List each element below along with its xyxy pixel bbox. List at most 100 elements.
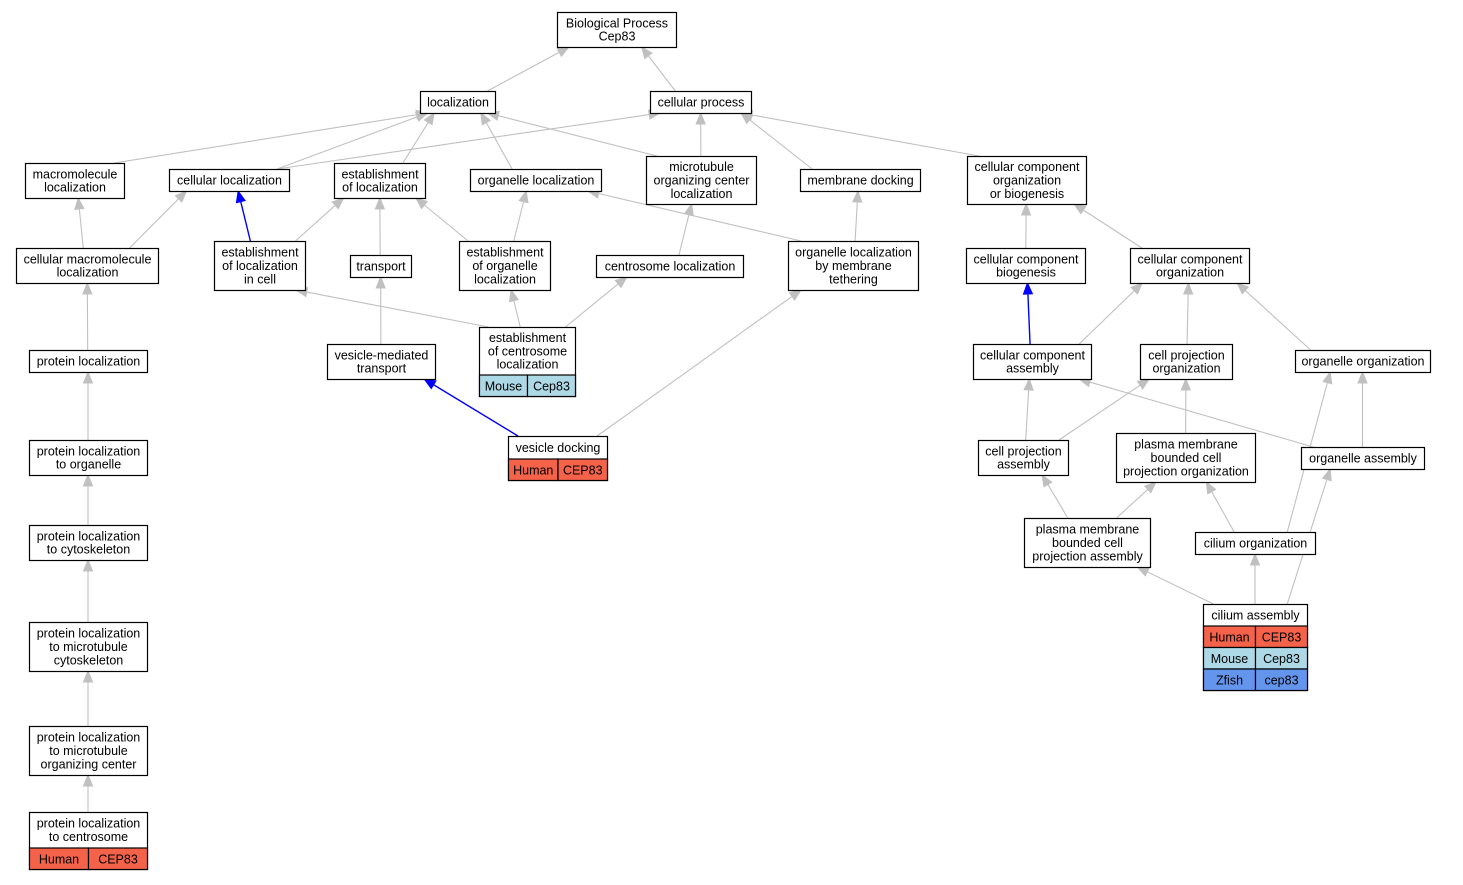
species-label: Human [513, 463, 553, 477]
edge-arrowhead [84, 671, 93, 682]
term-label-line: cilium organization [1204, 537, 1308, 551]
edge-line [307, 292, 489, 327]
edge-line [1028, 294, 1030, 344]
go-term-localization[interactable]: localization [421, 92, 496, 114]
term-label-line: cellular component [975, 160, 1080, 174]
edge-line [79, 209, 83, 248]
term-label-line: microtubule [669, 160, 734, 174]
edge-protein_loc_mtoc-to-protein_loc_mt_cytoskeleton [84, 671, 93, 726]
term-label-line: projection assembly [1032, 549, 1143, 563]
term-label-line: assembly [1006, 362, 1060, 376]
edge-organelle_organization-to-cc_organization [1237, 283, 1311, 350]
edge-line [486, 123, 512, 169]
edge-line [648, 56, 675, 91]
edge-arrowhead [1181, 379, 1190, 390]
edge-arrowhead [1137, 567, 1149, 576]
go-term-transport[interactable]: transport [351, 256, 412, 278]
edge-transport-to-establishment_of_localization [375, 198, 384, 255]
edge-line [488, 52, 560, 91]
edge-cellular_localization-to-cellular_process [277, 110, 660, 169]
term-label-line: vesicle docking [516, 441, 601, 455]
term-label-line: organizing center [41, 757, 137, 771]
species-label: Human [1209, 630, 1249, 644]
go-term-organelle-localization[interactable]: organelle localization [471, 170, 602, 192]
edge-protein_loc_mt_cytoskeleton-to-protein_loc_cytoskeleton [84, 560, 93, 622]
edge-localization-to-root [488, 47, 569, 91]
go-term-centrosome-localization[interactable]: centrosome localization [597, 256, 744, 278]
term-label-line: tethering [829, 272, 878, 286]
edge-ccob-to-cellular_process [741, 111, 979, 156]
edge-arrowhead [1138, 379, 1150, 389]
edge-pm_bounded_org-to-cell_projection_organization [1181, 379, 1190, 433]
edge-line [514, 301, 520, 327]
edge-protein_localization-to-cellular_macromolecule_localization [83, 283, 92, 350]
term-label-line: macromolecule [33, 167, 118, 181]
edge-arrowhead [424, 379, 436, 389]
edge-arrowhead [1023, 283, 1032, 294]
term-label-line: organization [1156, 266, 1224, 280]
gene-label: Cep83 [1263, 652, 1300, 666]
term-label-line: protein localization [37, 817, 141, 831]
term-label-line: projection organization [1123, 464, 1249, 478]
go-term-organelle-organization[interactable]: organelle organization [1296, 351, 1431, 373]
term-label-line: of organelle [472, 259, 537, 273]
go-term-cellular-process[interactable]: cellular process [651, 92, 752, 114]
term-label-line: organelle assembly [1309, 452, 1417, 466]
edge-line [424, 205, 468, 241]
go-term-organelle-assembly[interactable]: organelle assembly [1302, 448, 1425, 470]
go-term-cellular-localization[interactable]: cellular localization [170, 170, 290, 192]
edge-cc_biogenesis-to-ccob [1022, 204, 1031, 248]
go-term-protein-localization[interactable]: protein localization [30, 351, 148, 373]
term-label-line: or biogenesis [990, 187, 1064, 201]
term-label-line: organizing center [654, 174, 750, 188]
gene-label: CEP83 [98, 852, 138, 866]
gene-label: Cep83 [533, 379, 570, 393]
edge-arrowhead [1323, 372, 1332, 384]
edge-arrowhead [853, 191, 862, 202]
term-label-line: plasma membrane [1036, 523, 1140, 537]
term-label-line: in cell [244, 272, 276, 286]
edge-vesicle_docking-to-organelle_tethering [597, 290, 801, 436]
go-term-cilium-organization[interactable]: cilium organization [1196, 533, 1316, 555]
term-label-line: localization [44, 181, 106, 195]
term-label-line: Biological Process [566, 16, 668, 30]
edge-line [514, 202, 524, 241]
edge-arrowhead [557, 47, 569, 56]
edge-line [241, 202, 251, 241]
term-label-line: bounded cell [1052, 536, 1123, 550]
edge-establishment_centrosome-to-establishment_in_cell [296, 288, 489, 327]
term-label-line: Cep83 [599, 30, 636, 44]
edge-arrowhead [789, 290, 801, 300]
edge-arrowhead [1323, 469, 1332, 481]
gene-label: CEP83 [563, 463, 603, 477]
edge-establishment_in_cell-to-cellular_localization [236, 191, 250, 241]
edge-line [1147, 572, 1213, 604]
term-label-line: transport [357, 362, 407, 376]
go-term-membrane-docking[interactable]: membrane docking [801, 170, 921, 192]
